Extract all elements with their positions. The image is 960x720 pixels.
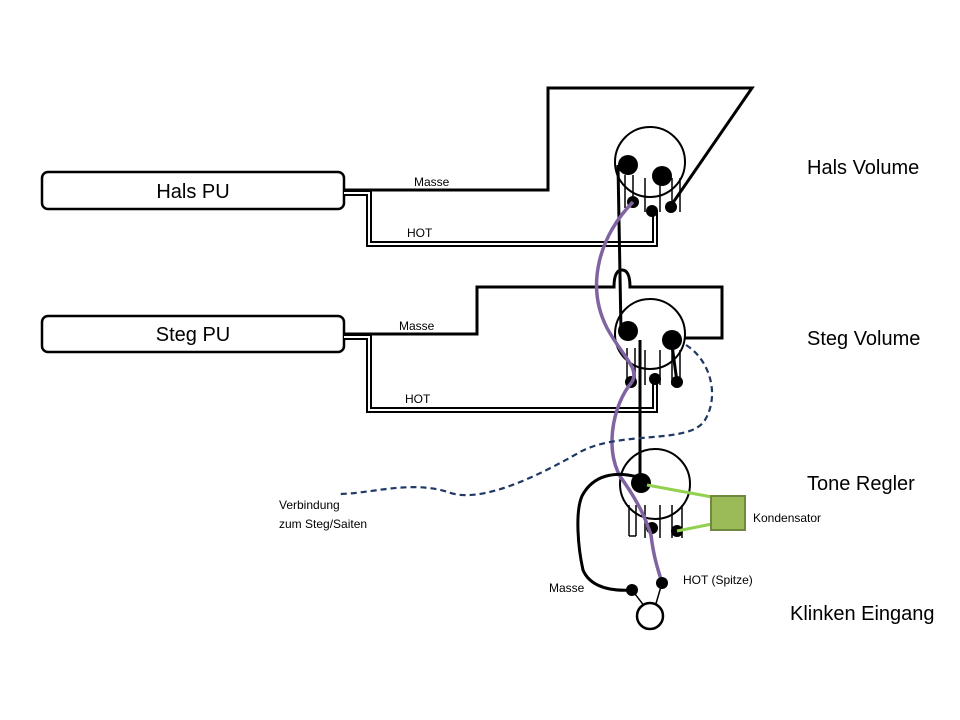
neck-ground-label: Masse	[414, 175, 450, 189]
bridge-connection-label-line1: Verbindung	[279, 498, 340, 512]
bridge-hot-label: HOT	[405, 392, 431, 406]
neck-ground-wire	[344, 86, 755, 208]
neck-volume-pot	[614, 126, 686, 217]
pot-ground-bus	[616, 164, 679, 476]
bridge-hot-wire	[344, 334, 658, 413]
bridge-volume-label: Steg Volume	[807, 328, 920, 350]
neck-pickup: Hals PU	[40, 170, 346, 211]
jack-ground-label: Masse	[549, 581, 585, 595]
capacitor-label: Kondensator	[753, 511, 821, 525]
bridge-ground-wire	[344, 268, 724, 340]
bridge-pickup-label: Steg PU	[156, 324, 230, 346]
capacitor	[646, 483, 746, 533]
bridge-pickup: Steg PU	[40, 314, 346, 354]
neck-volume-label: Hals Volume	[807, 157, 919, 179]
bridge-connection-label-line2: zum Steg/Saiten	[279, 517, 367, 531]
bridge-ground-label: Masse	[399, 319, 435, 333]
neck-hot-label: HOT	[407, 226, 433, 240]
jack-hot-label: HOT (Spitze)	[683, 573, 753, 587]
tone-label: Tone Regler	[807, 473, 915, 495]
neck-pickup-label: Hals PU	[156, 181, 229, 203]
signal-wire	[594, 200, 664, 584]
neck-hot-wire	[344, 190, 658, 247]
jack-label: Klinken Eingang	[790, 603, 935, 625]
output-jack	[576, 472, 668, 631]
